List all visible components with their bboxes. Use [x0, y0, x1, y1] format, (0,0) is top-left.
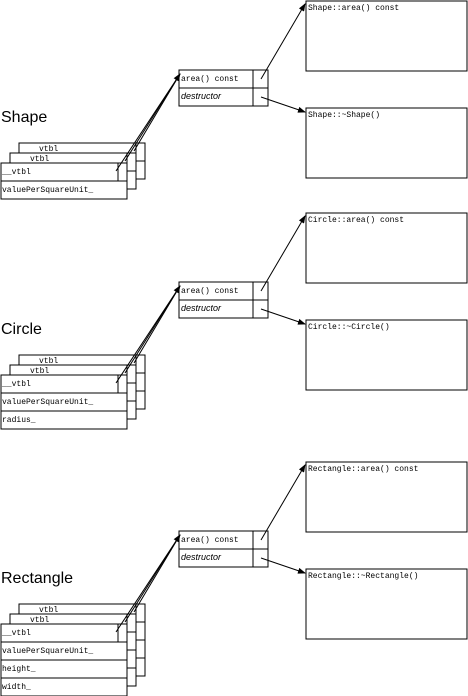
vtable-entry: area() const: [181, 75, 239, 84]
stack-vtbl-label: vtbl: [39, 357, 58, 366]
object-field: valuePerSquareUnit_: [2, 186, 93, 195]
object-instance: __vtbl valuePerSquareUnit_ radius_: [0, 374, 128, 430]
vtable-entry: destructor: [181, 303, 222, 313]
vtbl-pointer-line: [133, 73, 181, 152]
method-box-destructor: Rectangle::~Rectangle(): [305, 568, 468, 640]
method-name: Circle::area() const: [308, 216, 404, 225]
area-method-arrow: [260, 215, 306, 292]
stack-vtbl-label: vtbl: [30, 155, 49, 164]
vtable-entry: destructor: [181, 91, 222, 101]
vtbl-pointer-line: [133, 534, 181, 613]
vtable: area() const destructor: [178, 281, 269, 319]
stack-vtbl-label: vtbl: [39, 145, 58, 154]
method-name: Shape::area() const: [308, 4, 399, 13]
vtable-entry: area() const: [181, 536, 239, 545]
vtbl-pointer-line: [133, 285, 181, 364]
destructor-method-arrow: [260, 96, 306, 113]
object-field: __vtbl: [1, 380, 31, 389]
stack-vtbl-label: vtbl: [30, 616, 49, 625]
area-method-arrow: [260, 3, 306, 80]
vtable: area() const destructor: [178, 69, 269, 107]
object-instance: __vtbl valuePerSquareUnit_: [0, 162, 128, 200]
method-box-destructor: Shape::~Shape(): [305, 107, 468, 179]
method-name: Rectangle::~Rectangle(): [308, 572, 418, 581]
object-field: __vtbl: [1, 168, 31, 177]
object-field: width_: [2, 683, 31, 692]
method-name: Rectangle::area() const: [308, 465, 418, 474]
method-name: Shape::~Shape(): [308, 111, 380, 120]
class-title: Rectangle: [1, 570, 73, 587]
class-title: Circle: [1, 321, 42, 338]
vtable-entry: area() const: [181, 287, 239, 296]
area-method-arrow: [260, 464, 306, 541]
object-instance: __vtbl valuePerSquareUnit_ height_ width_: [0, 623, 128, 696]
object-field: height_: [2, 665, 36, 674]
object-field: radius_: [2, 416, 36, 425]
object-field: __vtbl: [1, 629, 31, 638]
vtable: area() const destructor: [178, 530, 269, 568]
method-box-area: Shape::area() const: [305, 0, 468, 72]
object-field: valuePerSquareUnit_: [2, 398, 93, 407]
stack-vtbl-label: vtbl: [30, 367, 49, 376]
method-name: Circle::~Circle(): [308, 323, 390, 332]
method-box-area: Circle::area() const: [305, 212, 468, 284]
destructor-method-arrow: [260, 308, 306, 325]
method-box-destructor: Circle::~Circle(): [305, 319, 468, 391]
method-box-area: Rectangle::area() const: [305, 461, 468, 533]
object-field: valuePerSquareUnit_: [2, 647, 93, 656]
class-title: Shape: [1, 109, 47, 126]
stack-vtbl-label: vtbl: [39, 606, 58, 615]
vtable-entry: destructor: [181, 552, 222, 562]
destructor-method-arrow: [260, 557, 306, 574]
